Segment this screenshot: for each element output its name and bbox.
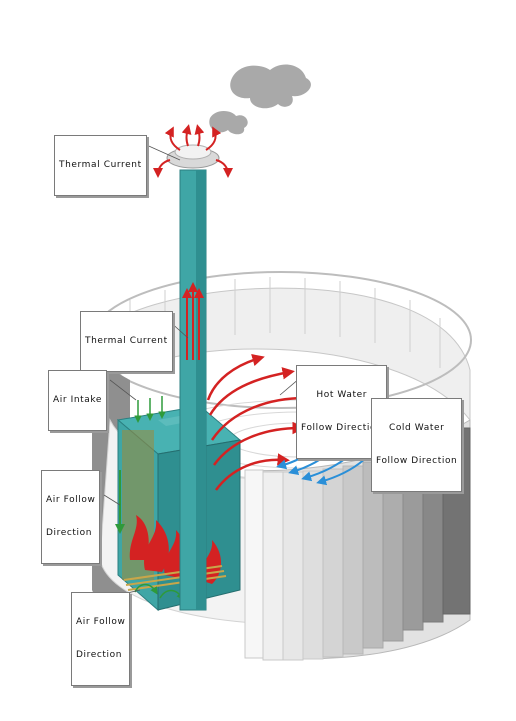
cold-water-text-line2: Follow Direction: [376, 456, 458, 466]
air-follow-2-text-line1: Air Follow: [76, 617, 126, 627]
air-intake-arrows: [134, 396, 166, 423]
air-intake-text: Air Intake: [53, 395, 103, 405]
thermal-current-mid-label: Thermal Current: [80, 311, 173, 372]
hot-water-text-line2: Follow Direction: [301, 423, 383, 433]
smoke-cloud-large: [230, 64, 311, 109]
chimney-shade: [196, 170, 206, 610]
cold-water-label: Cold Water Follow Direction: [371, 398, 463, 492]
tub-front-staves: [244, 427, 471, 661]
cap-thermal-arrows: [153, 124, 233, 178]
chimney-thermal-arrows: [182, 282, 204, 360]
hot-water-text-line1: Hot Water: [316, 390, 368, 400]
air-follow-direction-label-2: Air Follow Direction: [71, 592, 131, 686]
thermal-current-mid-text: Thermal Current: [85, 336, 168, 346]
air-follow-2-text-line2: Direction: [76, 650, 123, 660]
air-follow-1-text-line1: Air Follow: [46, 495, 96, 505]
thermal-current-top-text: Thermal Current: [59, 160, 142, 170]
air-intake-label: Air Intake: [48, 370, 108, 431]
air-follow-1-text-line2: Direction: [46, 528, 93, 538]
cold-water-text-line1: Cold Water: [388, 423, 445, 433]
thermal-current-top-label: Thermal Current: [54, 135, 147, 196]
air-follow-direction-label-1: Air Follow Direction: [41, 470, 101, 564]
